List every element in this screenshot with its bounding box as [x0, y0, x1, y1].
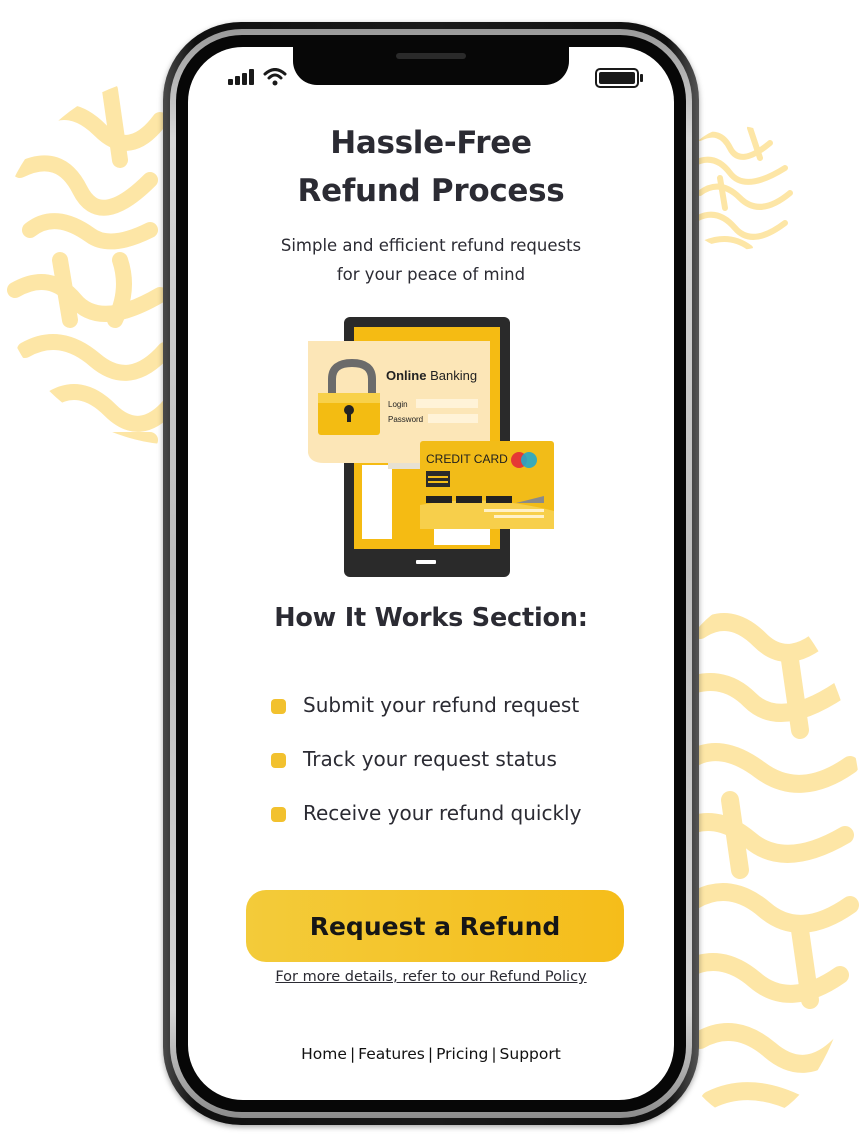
step-text: Submit your refund request [303, 693, 580, 717]
footer-link-pricing[interactable]: Pricing [436, 1045, 489, 1063]
battery-icon [595, 68, 643, 88]
subtitle-line-1: Simple and efficient refund requests [280, 236, 582, 255]
policy-note: For more details, refer to our Refund Po… [188, 969, 674, 985]
phone-notch [293, 47, 569, 85]
footer-link-features[interactable]: Features [358, 1045, 425, 1063]
footer-separator: | [427, 1045, 434, 1063]
phone-screen: Hassle-Free Refund Process Simple and ef… [188, 47, 674, 1100]
step-text: Track your request status [303, 747, 557, 771]
svg-text:Online Banking: Online Banking [386, 368, 477, 383]
subtitle-line-2: for your peace of mind [336, 265, 526, 284]
refund-policy-link[interactable]: For more details, refer to our Refund Po… [275, 969, 587, 985]
request-refund-button[interactable]: Request a Refund [246, 890, 624, 962]
bullet-icon [271, 753, 286, 768]
decorative-pattern-left [7, 82, 175, 445]
footer-nav: Home|Features|Pricing|Support [188, 1045, 674, 1063]
step-text: Receive your refund quickly [303, 801, 582, 825]
wifi-icon [263, 68, 287, 86]
bullet-icon [271, 807, 286, 822]
panel-title-bold: Online [386, 368, 426, 383]
padlock-icon [318, 358, 380, 435]
password-label: Password [388, 415, 423, 424]
page-title-line-1: Hassle-Free [330, 125, 532, 161]
footer-link-home[interactable]: Home [301, 1045, 347, 1063]
speaker-grille [396, 53, 466, 59]
signal-bars-icon [228, 69, 254, 85]
page-title-line-2: Refund Process [297, 173, 565, 209]
footer-separator: | [491, 1045, 497, 1063]
panel-title-rest: Banking [426, 368, 477, 383]
footer-link-support[interactable]: Support [499, 1045, 561, 1063]
login-label: Login [388, 400, 408, 409]
online-banking-illustration: Online Banking Login Password CREDIT CAR… [308, 317, 554, 577]
credit-card-graphic: CREDIT CARD [420, 441, 554, 529]
footer-separator: | [349, 1045, 356, 1063]
how-it-works-title: How It Works Section: [274, 603, 588, 633]
card-label: CREDIT CARD [426, 452, 508, 466]
decorative-pattern-bottom-right [671, 613, 859, 1114]
decorative-pattern-top-right [692, 126, 793, 250]
bullet-icon [271, 699, 286, 714]
